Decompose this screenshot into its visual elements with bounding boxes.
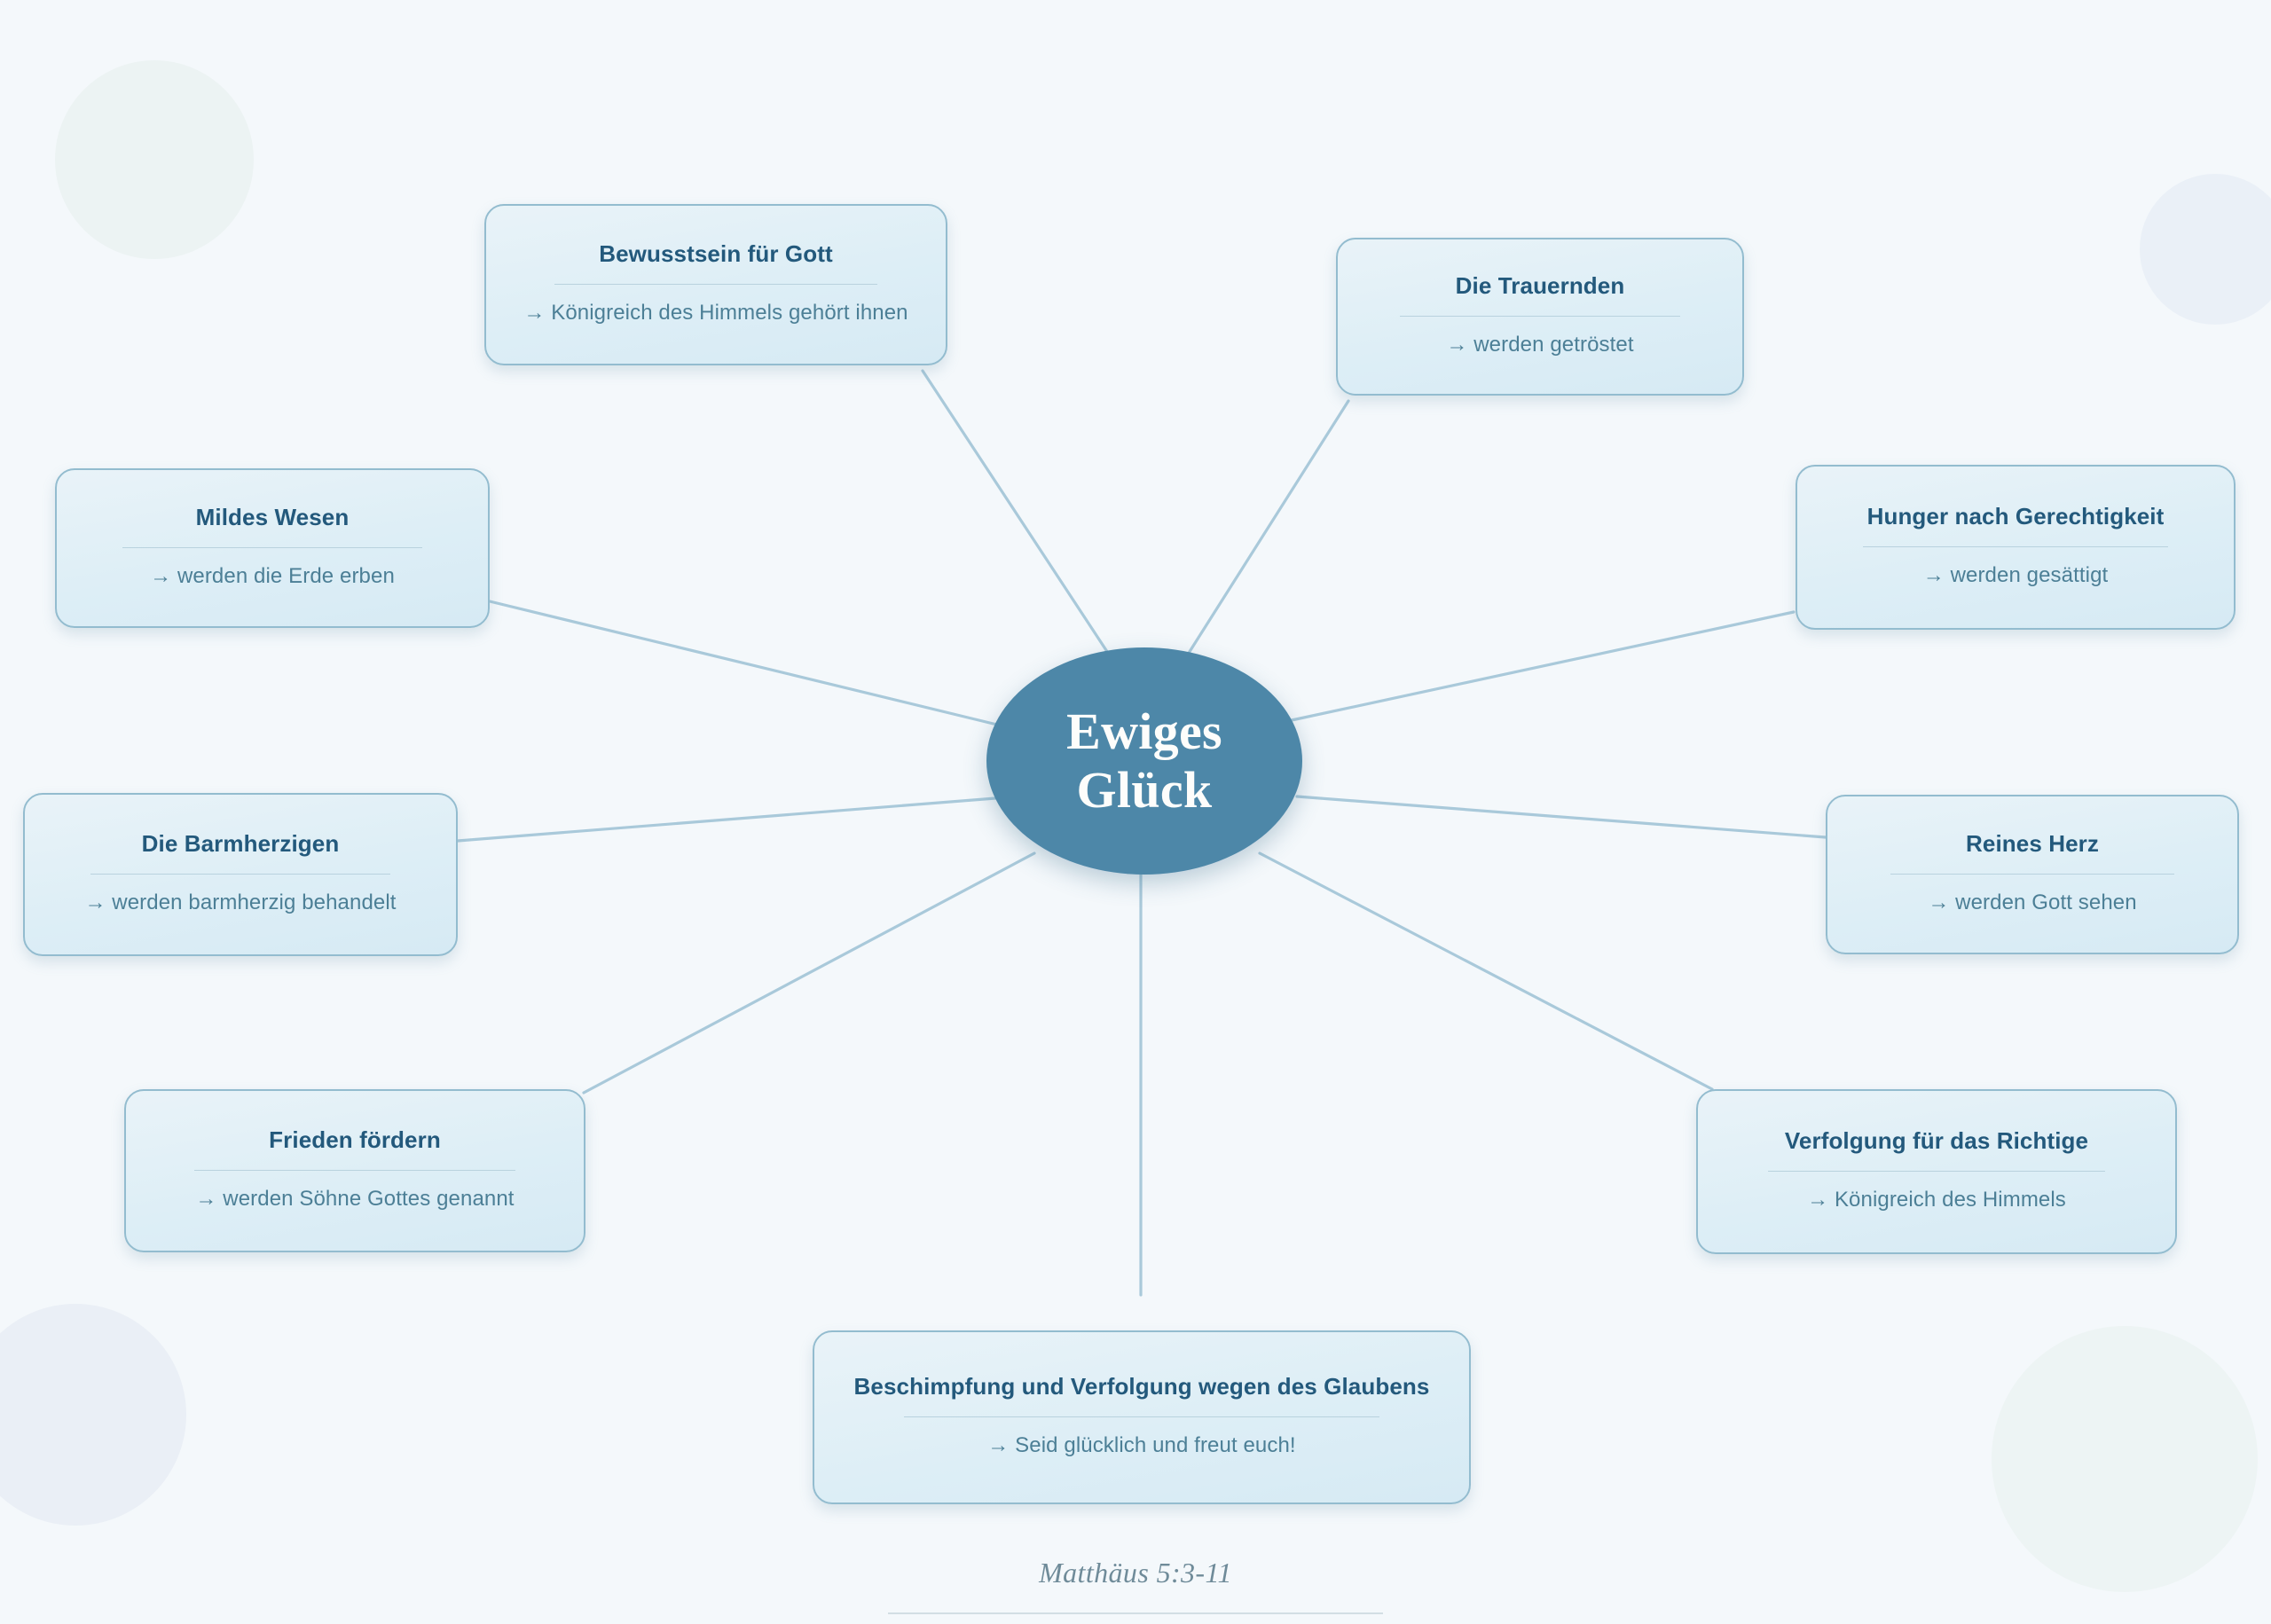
central-node[interactable]: Ewiges Glück bbox=[986, 647, 1302, 875]
node-card-title: Frieden fördern bbox=[269, 1126, 441, 1153]
citation-divider bbox=[888, 1612, 1383, 1614]
connector-line-mildes-wesen bbox=[488, 600, 1002, 727]
central-node-label: Ewiges Glück bbox=[1066, 702, 1222, 819]
node-card-frieden-foerdern[interactable]: Frieden fördern → werden Söhne Gottes gen… bbox=[124, 1089, 585, 1252]
node-card-title: Reines Herz bbox=[1966, 829, 2099, 857]
node-card-divider bbox=[194, 1169, 515, 1171]
node-card-reines-herz[interactable]: Reines Herz → werden Gott sehen bbox=[1826, 795, 2239, 954]
connector-line-reines-herz bbox=[1295, 795, 1827, 839]
node-card-bewusstsein-fuer-gott[interactable]: Bewusstsein für Gott → Königreich des Him… bbox=[484, 204, 947, 365]
node-card-promise: → werden gesättigt bbox=[1922, 562, 2109, 587]
node-card-die-trauernden[interactable]: Die Trauernden → werden getröstet bbox=[1336, 238, 1744, 396]
node-card-promise: → Seid glücklich und freut euch! bbox=[987, 1432, 1296, 1457]
node-card-promise: → werden die Erde erben bbox=[150, 563, 395, 588]
node-card-divider bbox=[554, 283, 877, 285]
node-card-title: Die Trauernden bbox=[1455, 271, 1625, 299]
node-card-divider bbox=[1768, 1170, 2105, 1172]
node-card-mildes-wesen[interactable]: Mildes Wesen → werden die Erde erben bbox=[55, 468, 490, 628]
connector-line-bewusstsein-fuer-gott bbox=[921, 369, 1121, 672]
node-card-divider bbox=[904, 1416, 1379, 1417]
node-card-divider bbox=[1400, 315, 1680, 317]
node-card-promise: → werden barmherzig behandelt bbox=[84, 890, 397, 914]
node-card-title: Beschimpfung und Verfolgung wegen des Gl… bbox=[853, 1372, 1430, 1400]
node-card-promise: → Königreich des Himmels gehört ihnen bbox=[523, 300, 908, 325]
node-card-die-barmherzigen[interactable]: Die Barmherzigen → werden barmherzig beha… bbox=[23, 793, 458, 956]
connector-line-die-trauernden bbox=[1178, 399, 1350, 669]
node-card-beschimpfung-und-verfolgung[interactable]: Beschimpfung und Verfolgung wegen des Gl… bbox=[813, 1330, 1471, 1504]
node-card-title: Die Barmherzigen bbox=[141, 829, 340, 857]
node-card-promise: → werden getröstet bbox=[1446, 332, 1634, 357]
connector-line-verfolgung-fuer-das-richtige bbox=[1258, 851, 1714, 1091]
node-card-title: Mildes Wesen bbox=[195, 503, 350, 530]
node-card-title: Verfolgung für das Richtige bbox=[1784, 1126, 2089, 1154]
node-card-divider bbox=[122, 546, 423, 548]
connector-line-die-barmherzigen bbox=[456, 796, 997, 843]
node-card-verfolgung-fuer-das-richtige[interactable]: Verfolgung für das Richtige → Königreich … bbox=[1696, 1089, 2177, 1254]
connector-line-frieden-foerdern bbox=[582, 851, 1036, 1094]
node-card-promise: → werden Gott sehen bbox=[1928, 890, 2137, 914]
connector-line-hunger-nach-gerechtigkeit bbox=[1290, 610, 1796, 722]
citation-reference: Matthäus 5:3-11 bbox=[1039, 1557, 1232, 1589]
node-card-divider bbox=[90, 873, 391, 875]
node-card-divider bbox=[1863, 545, 2168, 547]
node-card-divider bbox=[1890, 873, 2174, 875]
citation: Matthäus 5:3-11 bbox=[0, 1557, 2271, 1614]
node-card-title: Hunger nach Gerechtigkeit bbox=[1866, 502, 2165, 530]
node-card-title: Bewusstsein für Gott bbox=[599, 239, 833, 267]
node-card-hunger-nach-gerechtigkeit[interactable]: Hunger nach Gerechtigkeit → werden gesätt… bbox=[1796, 465, 2236, 630]
node-card-promise: → Königreich des Himmels bbox=[1807, 1187, 2066, 1212]
node-card-promise: → werden Söhne Gottes genannt bbox=[195, 1186, 515, 1211]
